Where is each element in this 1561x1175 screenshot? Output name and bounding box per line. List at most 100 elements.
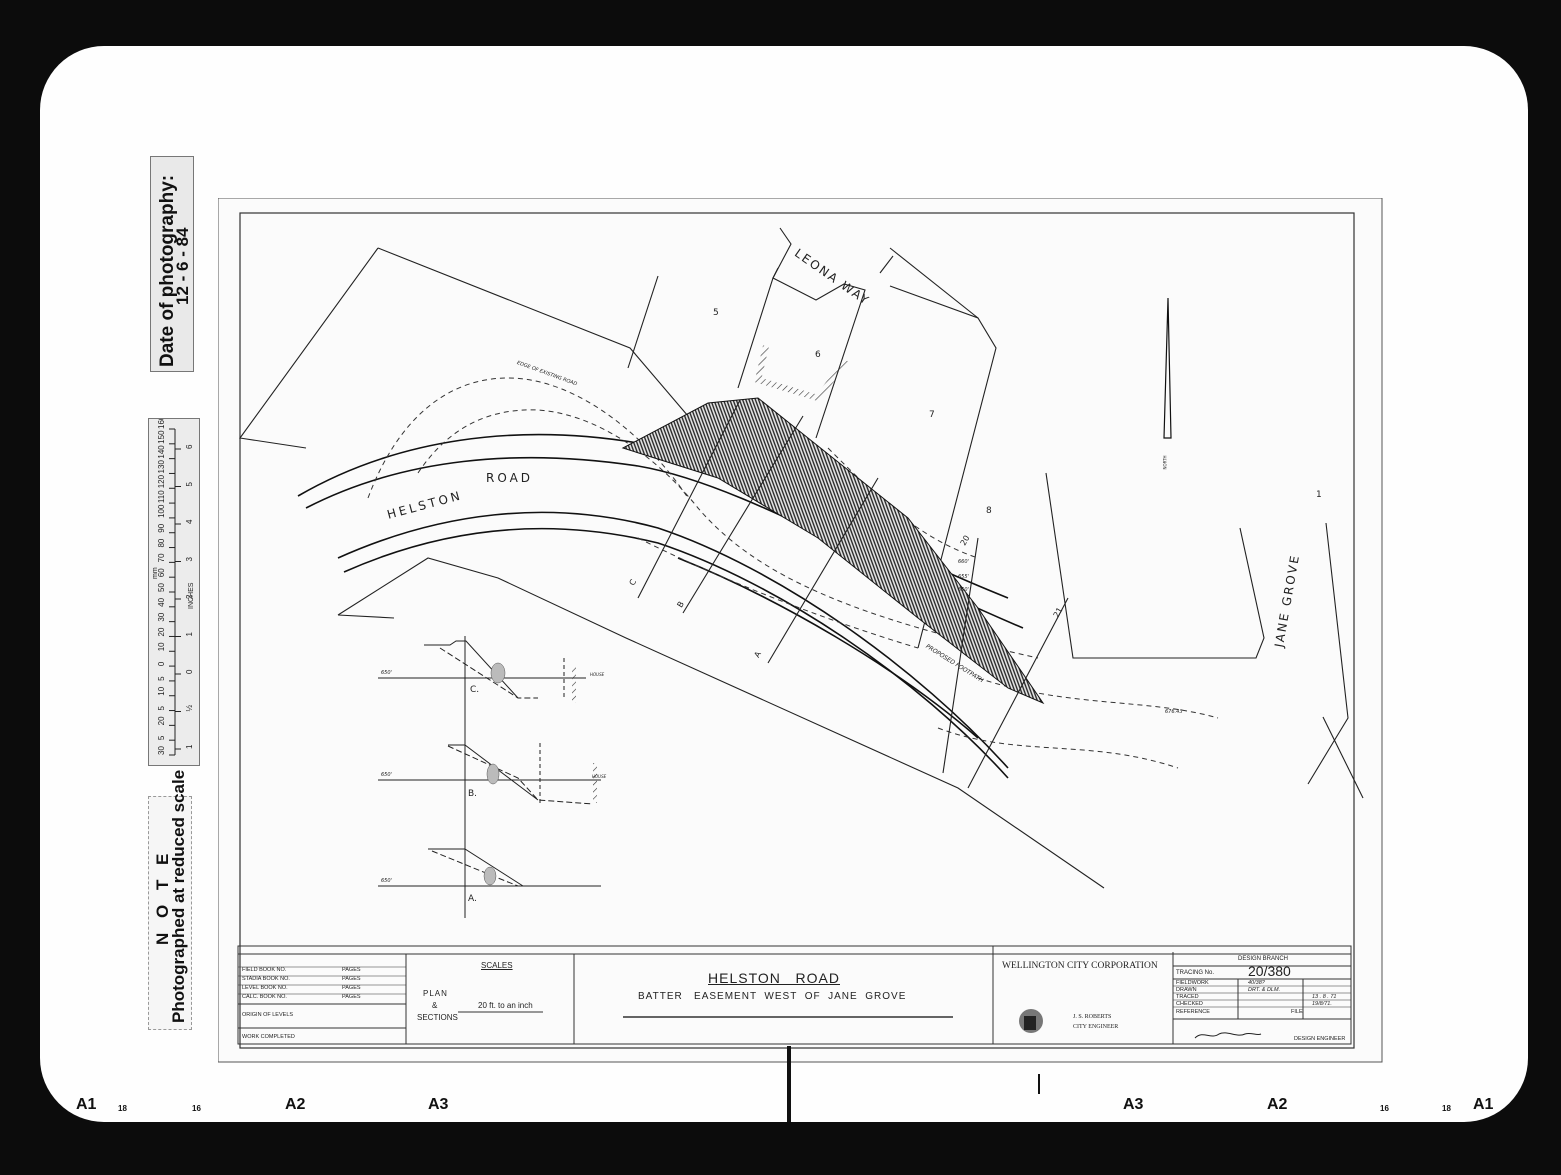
contour-660-label: 660' [958, 559, 969, 565]
ruler-mm-label: 100 [157, 504, 166, 518]
ruler-mm-label: 5 [157, 735, 166, 740]
organisation-name: WELLINGTON CITY CORPORATION [1002, 961, 1158, 971]
outer-border [218, 198, 1383, 1063]
ruler-mm-label: 140 [157, 445, 166, 459]
lot-5-top [377, 247, 689, 417]
field-book-label: FIELD BOOK NO. [242, 967, 287, 973]
ruler-mm-label: 70 [157, 553, 166, 562]
contour-655-label: 655' [958, 574, 969, 580]
ruler-inch-label: 2 [185, 594, 194, 599]
a3-tick-mark [1038, 1074, 1040, 1094]
calc-book-label: CALC. BOOK NO. [242, 994, 287, 1000]
scale-value: 20 ft. to an inch [478, 1001, 533, 1010]
amp-label: & [432, 1001, 438, 1010]
section-a-existing [431, 850, 519, 887]
level-book-pages: PAGES [342, 985, 361, 991]
design-branch: DESIGN BRANCH [1238, 956, 1289, 962]
contour-676 [977, 677, 1219, 719]
section-a-ground [428, 848, 524, 887]
level-book-label: LEVEL BOOK NO. [242, 985, 288, 991]
ruler-mm-label: 40 [157, 597, 166, 606]
margin-mark-18-left: 18 [118, 1104, 127, 1113]
ruler-mm-label: 120 [157, 474, 166, 488]
ruler-mm-label: 160 [157, 419, 166, 429]
section-line-b [682, 415, 804, 614]
ruler-mm-label: 30 [157, 746, 166, 755]
section-c-blob [490, 662, 506, 684]
lot-5-divider [627, 275, 659, 369]
ruler-inch-label: 5 [185, 482, 194, 487]
drawing-title: HELSTON ROAD [708, 970, 840, 986]
tracing-value: 20/380 [1248, 963, 1291, 979]
leona-way-road [879, 255, 894, 274]
plan-graphics [218, 198, 1383, 1063]
section-a-label: A. [468, 894, 477, 904]
stadia-book-label: STADIA BOOK NO. [242, 976, 290, 982]
ruler-inch-label: 3 [185, 557, 194, 562]
date-of-photography-box: Date of photography: 12 - 6 - 84 [150, 156, 194, 372]
file-label: FILE [1291, 1009, 1303, 1015]
road-south-edge-2 [343, 527, 1009, 779]
contour-lower [937, 727, 1179, 769]
section-b-house: HOUSE [592, 774, 607, 779]
ruler-mm-label: 20 [157, 716, 166, 725]
section-b-datum: 650' [381, 772, 392, 778]
batter-easement-area [621, 397, 1045, 705]
helston-label-2: ROAD [486, 471, 534, 485]
ruler-mm-label: 60 [157, 568, 166, 577]
ruler-inch-label: ½ [185, 705, 194, 712]
north-arrow [1163, 297, 1172, 439]
margin-mark-a3-right: A3 [1123, 1096, 1144, 1113]
ruler-mm-label: 20 [157, 627, 166, 636]
plan-label: PLAN [423, 989, 448, 998]
calc-book-pages: PAGES [342, 994, 361, 1000]
drawing-subtitle: BATTER EASEMENT WEST OF JANE GROVE [638, 991, 907, 1002]
margin-mark-a2-left: A2 [285, 1096, 306, 1113]
section-lines [637, 399, 1069, 789]
margin-mark-18-right: 18 [1442, 1104, 1451, 1113]
section-line-a [767, 477, 879, 664]
traced-label: TRACED [1176, 994, 1199, 1000]
ruler-mm-label: 110 [157, 490, 166, 503]
lot-6-label: 6 [815, 350, 821, 360]
lot-5-label: 5 [713, 308, 719, 318]
section-c-datum: 650' [381, 670, 392, 676]
tracing-label: TRACING No. [1176, 970, 1215, 976]
ruler-inch-label: 4 [185, 519, 194, 524]
ruler-mm-label: 10 [157, 642, 166, 651]
section-b-existing [447, 745, 594, 805]
engineer-name: J. S. ROBERTS [1073, 1014, 1112, 1020]
ruler-mm-label: 90 [157, 523, 166, 532]
note-box: N O T E Photographed at reduced scale [148, 770, 192, 1030]
sections-label: SECTIONS [417, 1013, 458, 1022]
section-rock-blobs [483, 662, 506, 886]
contour-mid [637, 537, 919, 649]
note-text: Photographed at reduced scale [169, 769, 188, 1023]
margin-mark-a1-left: A1 [76, 1096, 97, 1113]
ruler-graphic: 3052051050102030405060708090100110120130… [152, 415, 195, 756]
title-block-frame [237, 945, 1352, 1045]
section-line-c [637, 399, 741, 599]
ruler-inch-label: 0 [185, 669, 194, 674]
contour-650 [827, 447, 979, 559]
ruler-mm-label: 80 [157, 538, 166, 547]
section-b-ground [448, 744, 539, 801]
south-boundary [337, 557, 1105, 889]
ruler-mm-label: 30 [157, 612, 166, 621]
lot-8-boundary [1045, 472, 1265, 659]
field-book-pages: PAGES [342, 967, 361, 973]
section-a-datum: 650' [381, 878, 392, 884]
margin-mark-a1-right: A1 [1473, 1096, 1494, 1113]
contour-676-label: 676.43 [1165, 709, 1183, 715]
road-south-edge-3 [677, 557, 979, 739]
date-of-photography-value: 12 - 6 - 84 [173, 227, 192, 306]
ruler-mm-label: 130 [157, 460, 166, 474]
checked-label: CHECKED [1176, 1001, 1203, 1007]
south-boundary-west [337, 614, 395, 619]
inner-border [239, 212, 1355, 1049]
station-21-line [967, 597, 1069, 789]
ruler-inch-label: 1 [185, 632, 194, 637]
lot-5-boundary [239, 247, 379, 449]
ruler-mm-label: 5 [157, 676, 166, 681]
